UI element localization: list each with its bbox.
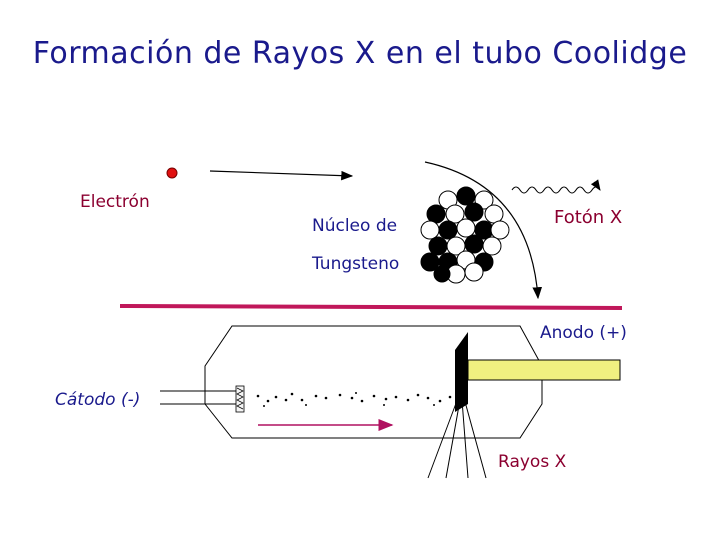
label-photon: Fotón X	[554, 207, 623, 228]
xray-beam-lines	[427, 397, 487, 479]
label-nucleus-line2: Tungsteno	[312, 254, 400, 274]
label-anode: Anodo (+)	[540, 323, 627, 343]
label-nucleus-line1: Núcleo de	[312, 216, 398, 236]
photon-wave	[511, 179, 601, 194]
separator-line	[119, 304, 623, 310]
tungsten-nucleus	[420, 186, 510, 284]
deflected-path-curve	[424, 161, 543, 300]
electron-stream	[256, 392, 452, 407]
anode-target	[455, 332, 468, 412]
label-xrays: Rayos X	[498, 452, 567, 472]
electron-dot	[166, 167, 178, 179]
tube-envelope	[204, 325, 543, 439]
label-electron: Electrón	[80, 192, 150, 212]
cathode-filament	[235, 385, 245, 413]
diagram-title: Formación de Rayos X en el tubo Coolidge	[32, 36, 688, 71]
electron-trajectory-arrow	[209, 170, 354, 181]
anode-rod	[467, 359, 621, 381]
label-cathode: Cátodo (-)	[55, 390, 141, 410]
